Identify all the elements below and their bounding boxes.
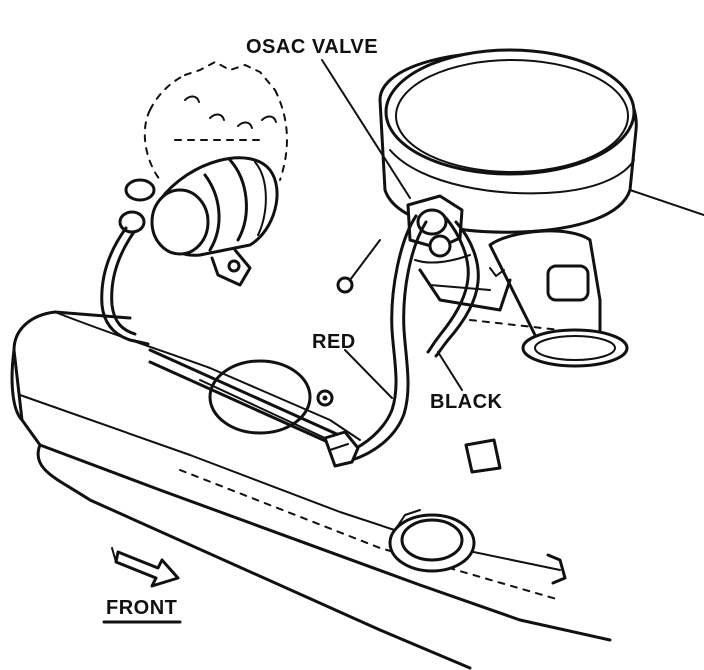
valve-cover-ribs: [148, 348, 352, 454]
label-front: FRONT: [106, 597, 177, 619]
callout-circle: [208, 359, 312, 435]
right-clip: [546, 553, 567, 585]
osac-valve: [406, 194, 471, 264]
loose-screw: [336, 239, 381, 294]
hose-left: [100, 226, 150, 346]
engine-tab: [464, 438, 502, 474]
label-black: BLACK: [430, 391, 503, 413]
label-osac-valve: OSAC VALVE: [246, 36, 378, 58]
distributor-cap: [143, 60, 288, 181]
label-red: RED: [312, 331, 356, 353]
air-cleaner: [378, 48, 704, 234]
manifold-fitting: [323, 430, 360, 468]
hose-red: [346, 214, 428, 462]
engine-block-outline: [10, 310, 612, 670]
canister-bracket: [210, 248, 252, 287]
hose-black: [426, 216, 480, 358]
leader-lines: [321, 59, 463, 399]
air-snorkel: [488, 229, 629, 368]
oil-filler-cap: [388, 509, 476, 573]
bolt-head: [316, 389, 334, 407]
vacuum-canister: [118, 156, 279, 257]
front-arrow-icon: [111, 547, 180, 588]
